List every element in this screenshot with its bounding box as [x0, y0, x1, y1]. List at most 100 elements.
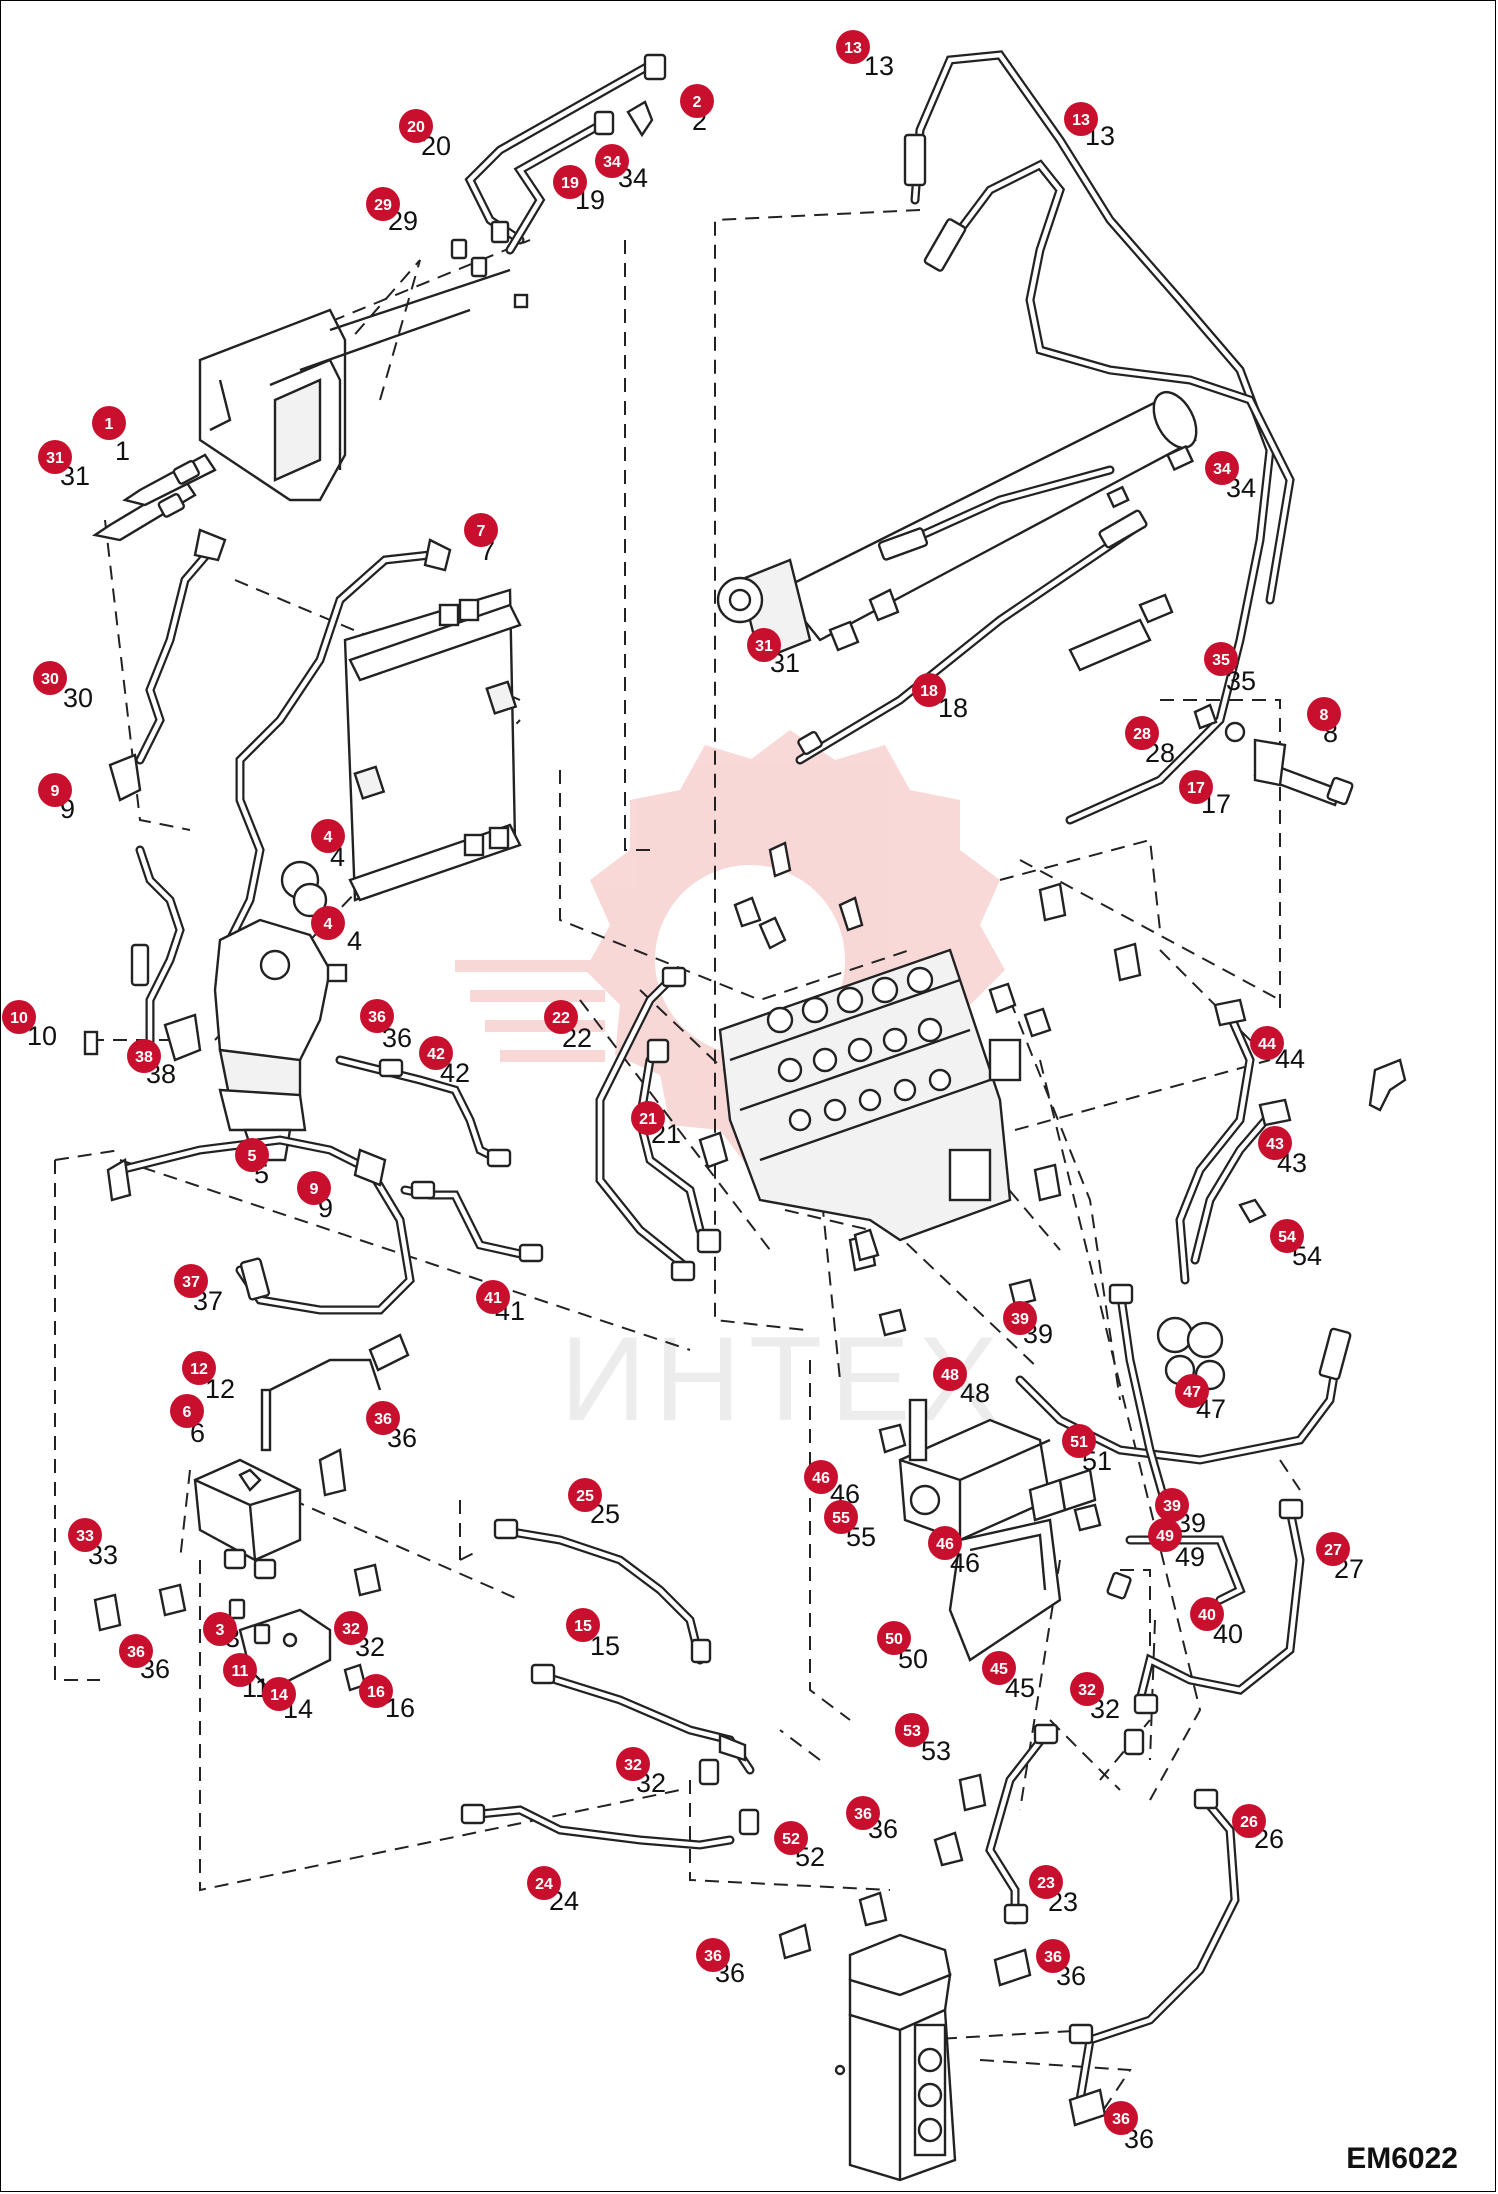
callout-badge-circle: [174, 1264, 208, 1298]
callout-badge-label: 51: [1070, 1434, 1088, 1451]
callout-badge-2: 2: [680, 84, 714, 118]
callout-badge-44: 44: [1250, 1026, 1284, 1060]
callout-badge-4: 4: [311, 906, 345, 940]
frame-bracket: [198, 268, 511, 502]
callout-badge-label: 11: [232, 1663, 249, 1680]
valve-bracket-45: [948, 1518, 1062, 1662]
callout-badge-circle: [1258, 1126, 1292, 1160]
callout-badge-53: 53: [895, 1713, 929, 1747]
callout-badge-label: 36: [368, 1009, 386, 1026]
callout-badge-circle: [38, 440, 72, 474]
callout-badge-circle: [170, 1394, 204, 1428]
callout-badge-label: 10: [10, 1010, 28, 1027]
callout-badge-43: 43: [1258, 1126, 1292, 1160]
hose-30: [135, 528, 227, 765]
callout-badge-circle: [912, 673, 946, 707]
callout-badge-circle: [464, 513, 498, 547]
callout-badge-label: 48: [941, 1367, 959, 1384]
callout-badge-circle: [359, 1674, 393, 1708]
hose-44: [1175, 998, 1255, 1285]
callout-badge-label: 44: [1258, 1036, 1276, 1053]
hose-9-left: [108, 753, 185, 1065]
callout-badge-20: 20: [399, 109, 433, 143]
tube-41: [400, 1180, 544, 1263]
callout-badge-circle: [1064, 102, 1098, 136]
callout-badge-circle: [680, 84, 714, 118]
callout-badge-label: 46: [936, 1536, 954, 1553]
callout-badge-1: 1: [92, 406, 126, 440]
callout-badge-label: 35: [1212, 652, 1230, 669]
fittings-29: [450, 220, 529, 309]
callout-badge-26: 26: [1232, 1804, 1266, 1838]
callout-badge-circle: [696, 1938, 730, 1972]
callout-badge-label: 18: [920, 683, 938, 700]
svg-text:48: 48: [960, 1378, 990, 1408]
callout-badge-25: 25: [568, 1478, 602, 1512]
callout-badge-34: 34: [595, 144, 629, 178]
hose-18: [795, 509, 1148, 765]
tube-24: [460, 1803, 735, 1850]
callout-badge-circle: [311, 819, 345, 853]
svg-text:53: 53: [921, 1736, 951, 1766]
callout-badge-circle: [568, 1478, 602, 1512]
callout-badge-36: 36: [119, 1634, 153, 1668]
callout-badge-label: 47: [1183, 1384, 1201, 1401]
hose-43: [1190, 1098, 1292, 1265]
svg-text:13: 13: [864, 51, 894, 81]
callout-badge-circle: [1190, 1597, 1224, 1631]
callout-badge-circle: [553, 165, 587, 199]
callout-badge-46: 46: [928, 1526, 962, 1560]
callout-badge-51: 51: [1062, 1424, 1096, 1458]
callout-badge-54: 54: [1270, 1219, 1304, 1253]
fittings-32-lower: [698, 1728, 1145, 1836]
callout-badge-32: 32: [334, 1611, 368, 1645]
callout-badge-circle: [1175, 1374, 1209, 1408]
callout-badge-label: 29: [374, 197, 392, 214]
callout-badge-4: 4: [311, 819, 345, 853]
callout-badge-36: 36: [1104, 2101, 1138, 2135]
tube-39-right: [1108, 1283, 1175, 1525]
swivel-joint: [778, 1773, 1107, 2182]
callout-badge-32: 32: [616, 1747, 650, 1781]
callout-badge-circle: [366, 1401, 400, 1435]
callout-badge-label: 4: [324, 829, 333, 846]
callout-badge-circle: [1036, 1939, 1070, 1973]
callout-badge-circle: [1204, 642, 1238, 676]
callout-badge-label: 36: [1044, 1949, 1062, 1966]
callout-badge-23: 23: [1029, 1865, 1063, 1899]
callout-badge-circle: [297, 1171, 331, 1205]
callout-badge-label: 38: [135, 1049, 153, 1066]
callout-badge-label: 34: [603, 154, 621, 171]
callout-badge-label: 49: [1156, 1528, 1174, 1545]
callout-badge-circle: [877, 1621, 911, 1655]
callout-badge-label: 21: [639, 1111, 657, 1128]
hose-13-b: [923, 159, 1295, 605]
callout-badge-label: 36: [1112, 2111, 1130, 2128]
callout-badge-circle: [235, 1138, 269, 1172]
callout-badge-circle: [399, 109, 433, 143]
callout-badge-39: 39: [1155, 1488, 1189, 1522]
callout-badge-27: 27: [1316, 1532, 1350, 1566]
callout-badge-circle: [119, 1634, 153, 1668]
callout-badge-9: 9: [297, 1171, 331, 1205]
callout-badge-circle: [774, 1821, 808, 1855]
solenoid-valve-6: [193, 1333, 410, 1580]
tee-fitting-right: [1368, 1058, 1407, 1112]
callout-badge-label: 31: [755, 638, 773, 655]
hose-13-a: [903, 50, 1275, 825]
callout-badge-circle: [1155, 1488, 1189, 1522]
hose-27: [1015, 1327, 1352, 1465]
callout-badge-label: 20: [407, 119, 425, 136]
callout-badge-label: 9: [310, 1181, 319, 1198]
callout-badge-label: 34: [1213, 461, 1231, 478]
callout-badge-label: 32: [1078, 1682, 1096, 1699]
callout-badge-15: 15: [566, 1608, 600, 1642]
hose-25: [493, 1518, 712, 1665]
callout-badge-label: 17: [1187, 780, 1205, 797]
callout-badge-8: 8: [1307, 697, 1341, 731]
callout-badge-label: 39: [1011, 1311, 1029, 1328]
callout-badge-12: 12: [182, 1351, 216, 1385]
callout-badge-circle: [1232, 1804, 1266, 1838]
hose-7: [225, 538, 452, 945]
